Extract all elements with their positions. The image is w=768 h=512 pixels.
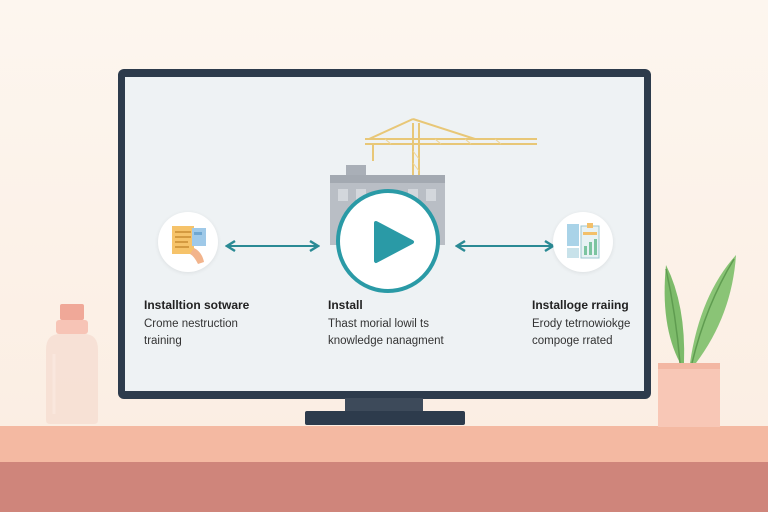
- monitor-stand-base: [305, 411, 465, 425]
- bottle-icon: [46, 304, 98, 424]
- step-1-desc-line-2: training: [144, 335, 182, 347]
- step-3-icon-circle: [553, 212, 613, 272]
- step-1-title: Installtion sotware: [144, 298, 250, 312]
- shelf-top: [0, 426, 768, 462]
- step-1-desc-line-1: Crome nestruction: [144, 318, 238, 330]
- step-1-icon-circle: [158, 212, 218, 272]
- step-3-desc: Erody tetrnowiokge compoge rrated: [532, 316, 630, 350]
- step-2-desc: Thast morial lowil ts knowledge nanagmen…: [328, 316, 444, 350]
- double-arrow-icon: [455, 239, 555, 253]
- monitor-stand-neck: [345, 398, 423, 412]
- step-1-desc: Crome nestruction training: [144, 316, 238, 350]
- play-icon: [374, 221, 414, 263]
- step-3-title: Installoge rraiing: [532, 298, 629, 312]
- step-3-desc-line-1: Erody tetrnowiokge: [532, 318, 631, 330]
- double-arrow-icon: [225, 239, 320, 253]
- step-2-desc-line-1: Thast morial lowil ts: [328, 318, 429, 330]
- monitor: Installtion sotware Crome nestruction tr…: [118, 69, 651, 399]
- plant-icon: [658, 255, 736, 427]
- clipboard-chart-icon: [567, 223, 600, 259]
- step-3-desc-line-2: compoge rrated: [532, 335, 613, 347]
- play-button[interactable]: [336, 189, 440, 293]
- step-2-desc-line-2: knowledge nanagment: [328, 335, 444, 347]
- shelf-front: [0, 462, 768, 512]
- document-hand-icon: [172, 226, 206, 264]
- crane-icon: [365, 118, 537, 182]
- screen: Installtion sotware Crome nestruction tr…: [125, 77, 644, 391]
- step-2-title: Install: [328, 298, 363, 312]
